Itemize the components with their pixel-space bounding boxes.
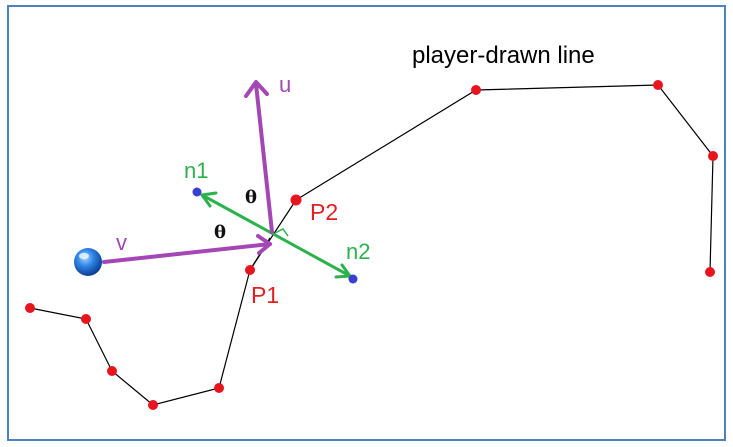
vertex-dot <box>107 366 117 376</box>
vector-u-arrowhead <box>244 80 269 98</box>
label-v: v <box>116 230 127 255</box>
label-p2: P2 <box>310 199 338 225</box>
theta-incoming-label: θ <box>214 222 226 243</box>
theta-outgoing-label: θ <box>245 187 257 208</box>
vertex-dot <box>81 314 91 324</box>
normal-n1-arrowhead <box>200 191 218 208</box>
label-u: u <box>279 72 291 97</box>
incoming-vector-v <box>102 234 272 264</box>
vertex-dot <box>705 267 715 277</box>
vector-v-shaft <box>102 242 272 264</box>
normal-line <box>200 193 352 278</box>
vector-u-shaft <box>254 82 274 234</box>
diagram-frame <box>7 5 726 441</box>
right-angle-marker <box>274 228 289 237</box>
label-n2: n2 <box>346 239 370 264</box>
vertex-dot <box>708 151 718 161</box>
vertex-p1-dot <box>245 265 255 275</box>
diagram-title: player-drawn line <box>412 42 595 69</box>
label-n1: n1 <box>184 158 208 183</box>
vertex-dot <box>148 400 158 410</box>
vertex-p2-dot <box>290 194 302 206</box>
normal-vectors <box>192 187 358 284</box>
vertex-dot <box>653 80 663 90</box>
vertex-dot <box>214 383 224 393</box>
normal-n1-endpoint <box>192 187 202 197</box>
line-vertices <box>25 80 718 410</box>
label-p1: P1 <box>251 282 279 308</box>
ball-icon <box>74 248 102 276</box>
normal-n2-endpoint <box>348 274 358 284</box>
vertex-dot <box>25 303 35 313</box>
vector-v-arrowhead <box>256 234 272 255</box>
vertex-dot <box>471 85 481 95</box>
outgoing-vector-u <box>244 80 274 234</box>
